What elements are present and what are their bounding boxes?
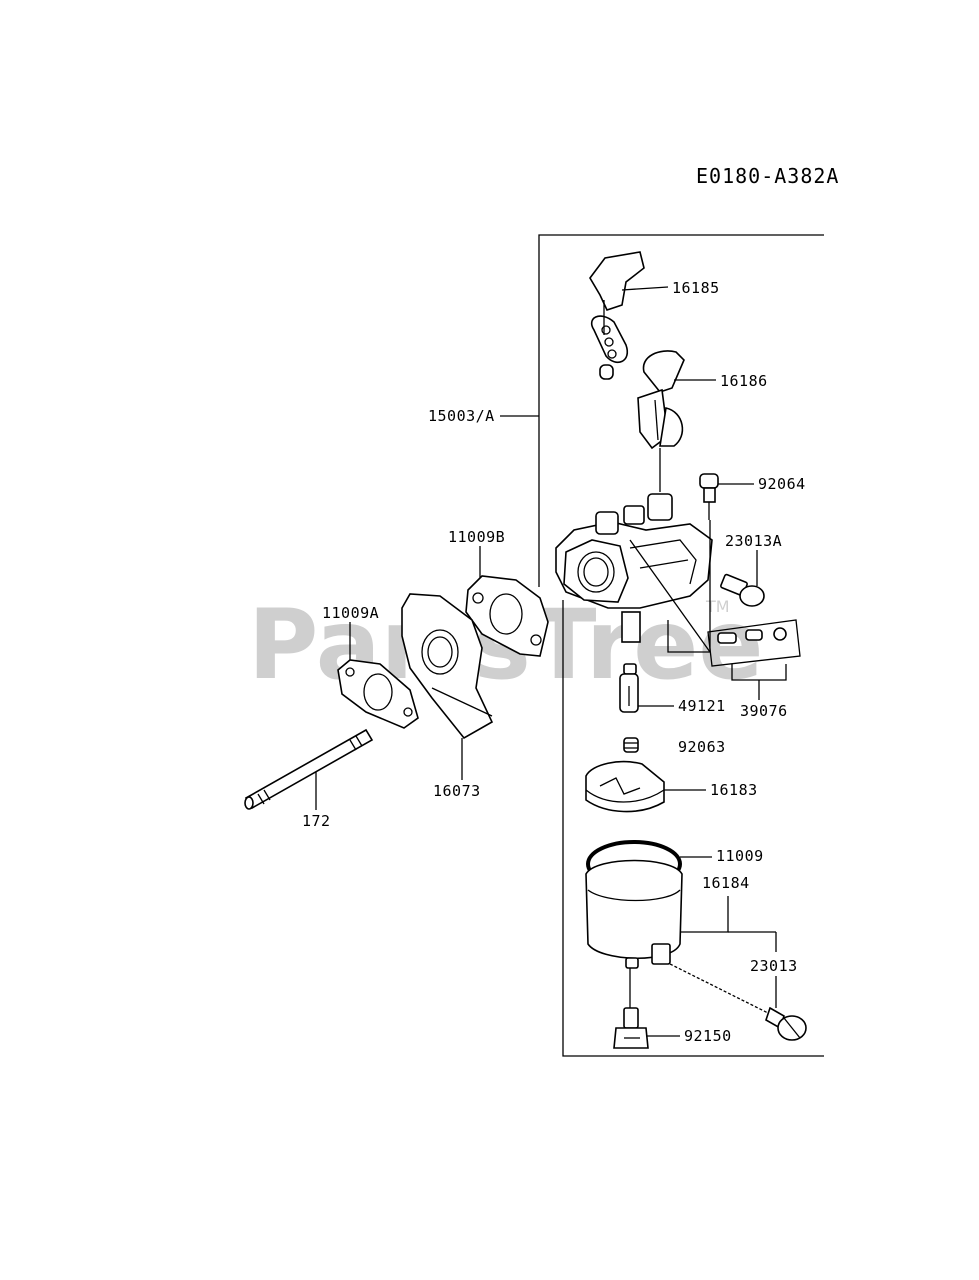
label-11009a[interactable]: 11009A [322, 604, 379, 622]
label-23013a[interactable]: 23013A [725, 532, 782, 550]
part-carburetor-body[interactable] [555, 493, 713, 609]
label-92063[interactable]: 92063 [678, 738, 726, 756]
label-92150[interactable]: 92150 [684, 1027, 732, 1045]
part-16073-insulator[interactable] [401, 593, 494, 740]
part-92150-screw[interactable] [613, 968, 649, 1049]
diagram-code: E0180-A382A [696, 164, 839, 188]
watermark-tm: TM [705, 597, 730, 616]
part-23013-screw[interactable] [765, 1006, 807, 1041]
part-16185-shaft[interactable] [589, 251, 645, 380]
label-16184[interactable]: 16184 [702, 874, 750, 892]
label-92064[interactable]: 92064 [758, 475, 806, 493]
label-39076[interactable]: 39076 [740, 702, 788, 720]
part-92064-screw[interactable] [699, 473, 719, 520]
label-49121[interactable]: 49121 [678, 697, 726, 715]
label-16186[interactable]: 16186 [720, 372, 768, 390]
part-11009b-gasket[interactable] [465, 575, 549, 657]
label-16073[interactable]: 16073 [433, 782, 481, 800]
part-39076-screw-set[interactable] [707, 619, 801, 667]
part-16183-float[interactable] [585, 760, 665, 813]
assembly-bracket [500, 234, 824, 1057]
label-16183[interactable]: 16183 [710, 781, 758, 799]
label-11009b[interactable]: 11009B [448, 528, 505, 546]
part-92063-jet[interactable] [623, 737, 639, 753]
part-11009a-gasket[interactable] [337, 659, 419, 729]
part-172-stud[interactable] [244, 728, 374, 810]
label-15003a[interactable]: 15003/A [428, 407, 495, 425]
label-11009[interactable]: 11009 [716, 847, 764, 865]
label-23013[interactable]: 23013 [750, 957, 798, 975]
label-172[interactable]: 172 [302, 812, 331, 830]
part-49121-jet-tube[interactable] [619, 611, 641, 713]
part-23013a-screw[interactable] [720, 573, 765, 607]
label-16185[interactable]: 16185 [672, 279, 720, 297]
part-16186-shaft[interactable] [637, 350, 685, 450]
part-16184-float-bowl[interactable] [585, 859, 683, 969]
